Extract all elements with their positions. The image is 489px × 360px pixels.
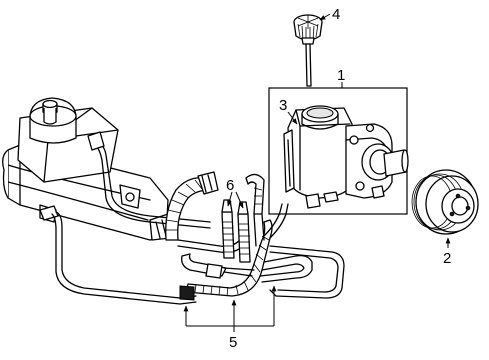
reservoir-cap-dipstick bbox=[293, 14, 323, 87]
pump-pulley bbox=[411, 169, 479, 235]
callout-5: 5 bbox=[229, 334, 237, 351]
callout-4: 4 bbox=[332, 6, 340, 23]
steering-gear-housing bbox=[2, 97, 179, 241]
pressure-and-return-hoses bbox=[39, 131, 345, 305]
callout-1: 1 bbox=[337, 67, 345, 84]
callout-leaders bbox=[183, 13, 451, 332]
power-steering-pump bbox=[305, 123, 409, 209]
callout-6: 6 bbox=[226, 177, 234, 194]
callout-3: 3 bbox=[279, 97, 287, 114]
callout-2: 2 bbox=[443, 250, 451, 267]
